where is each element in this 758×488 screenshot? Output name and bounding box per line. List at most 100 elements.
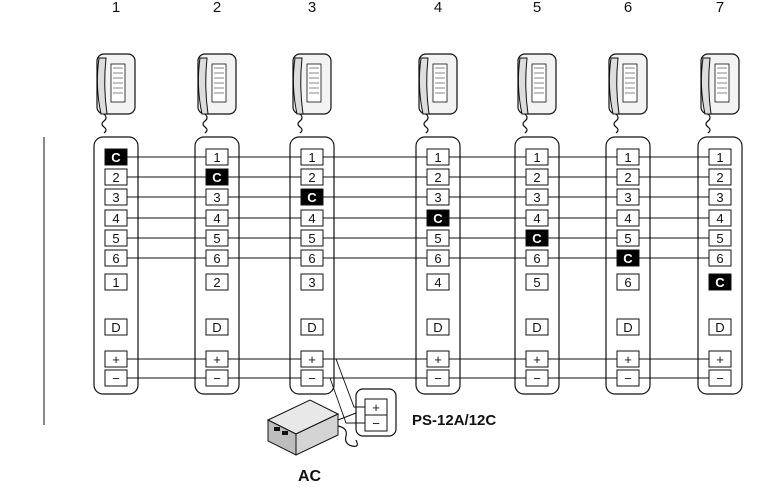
terminal-label: 5 xyxy=(434,231,441,246)
terminal-minus: − xyxy=(205,369,229,387)
terminal-4: 4 xyxy=(525,209,549,227)
terminal-label: C xyxy=(623,251,633,266)
terminal-5: 5 xyxy=(300,229,324,247)
terminal-panel xyxy=(194,136,240,395)
terminal-door: D xyxy=(104,318,128,336)
terminal-3: 3 xyxy=(205,188,229,206)
terminal-label: 6 xyxy=(533,251,540,266)
terminal-label: C xyxy=(715,275,725,290)
terminal-4: 4 xyxy=(300,209,324,227)
terminal-label: D xyxy=(715,320,724,335)
terminal-label: − xyxy=(434,371,442,386)
station-number: 4 xyxy=(434,0,442,16)
terminal-box xyxy=(616,318,640,336)
terminal-label: 3 xyxy=(308,275,315,290)
terminal-label: 4 xyxy=(213,211,220,226)
adapter-side xyxy=(295,413,339,456)
terminal-3: 3 xyxy=(104,188,128,206)
terminal-minus: − xyxy=(300,369,324,387)
terminal-5: 5 xyxy=(426,229,450,247)
terminal-1: 1 xyxy=(708,148,732,166)
terminal-panel xyxy=(605,136,651,395)
terminal-1: 1 xyxy=(525,148,549,166)
power-wire-plus xyxy=(323,358,365,408)
terminal-label: + xyxy=(308,352,316,367)
station-number: 2 xyxy=(213,0,221,16)
terminal-minus: − xyxy=(708,369,732,387)
terminal-minus: − xyxy=(525,369,549,387)
terminal-2: 2 xyxy=(300,168,324,186)
terminal-6: 6 xyxy=(300,249,324,267)
terminal-label: 4 xyxy=(533,211,540,226)
ac-adapter: AC xyxy=(266,399,358,485)
terminal-6: 6 xyxy=(426,249,450,267)
adapter-cord xyxy=(337,425,358,447)
ac-label: AC xyxy=(298,468,322,485)
terminal-label: D xyxy=(212,320,221,335)
terminal-label: 3 xyxy=(624,190,631,205)
terminal-2: 2 xyxy=(708,168,732,186)
terminal-label: C xyxy=(212,170,222,185)
terminal-plus: + xyxy=(426,350,450,368)
terminal-panel xyxy=(415,136,461,395)
terminal-minus: − xyxy=(426,369,450,387)
terminal-box xyxy=(205,273,229,291)
terminal-label: 1 xyxy=(112,275,119,290)
power-supply-panel xyxy=(355,388,397,437)
terminal-label: − xyxy=(716,371,724,386)
terminal-box xyxy=(300,273,324,291)
terminal-label: 4 xyxy=(308,211,315,226)
terminal-label: − xyxy=(112,371,120,386)
terminal-3: 3 xyxy=(426,188,450,206)
terminal-label: 3 xyxy=(213,190,220,205)
terminal-plus: + xyxy=(205,350,229,368)
terminal-3: 3 xyxy=(616,188,640,206)
terminal-plus: + xyxy=(708,350,732,368)
terminal-4: 4 xyxy=(616,209,640,227)
terminal-label: 2 xyxy=(112,170,119,185)
terminal-common: C xyxy=(205,168,229,186)
terminal-label: 1 xyxy=(213,150,220,165)
terminal-label: 2 xyxy=(533,170,540,185)
terminal-label: 5 xyxy=(716,231,723,246)
handset-icon xyxy=(197,53,237,134)
terminal-door: D xyxy=(426,318,450,336)
terminal-label: − xyxy=(213,371,221,386)
terminal-minus: − xyxy=(104,369,128,387)
terminal-plus: + xyxy=(104,350,128,368)
terminal-6: 6 xyxy=(104,249,128,267)
terminal-label: + xyxy=(716,352,724,367)
power-adapter-icon xyxy=(266,399,358,456)
terminal-label: 1 xyxy=(624,150,631,165)
terminal-3: 3 xyxy=(525,188,549,206)
terminal-label: 6 xyxy=(308,251,315,266)
terminal-panel xyxy=(514,136,560,395)
terminal-6: 6 xyxy=(205,249,229,267)
terminal-door: D xyxy=(525,318,549,336)
terminal-5: 5 xyxy=(708,229,732,247)
adapter-wire xyxy=(337,412,357,421)
handset-icon xyxy=(608,53,648,134)
terminal-label: 3 xyxy=(716,190,723,205)
terminal-label: 6 xyxy=(213,251,220,266)
handset-icon xyxy=(517,53,557,134)
station-number: 1 xyxy=(112,0,120,16)
terminal-label: C xyxy=(111,150,121,165)
terminal-2: 2 xyxy=(426,168,450,186)
terminal-4: 4 xyxy=(708,209,732,227)
terminal-6: 6 xyxy=(708,249,732,267)
terminal-6: 6 xyxy=(525,249,549,267)
power-supply-model-label: PS-12A/12C xyxy=(412,412,496,429)
terminal-box xyxy=(525,273,549,291)
terminal-4: 4 xyxy=(205,209,229,227)
terminal-label: D xyxy=(623,320,632,335)
station-number: 7 xyxy=(716,0,724,16)
terminal-label: C xyxy=(307,190,317,205)
terminal-2: 2 xyxy=(616,168,640,186)
terminal-4: 4 xyxy=(104,209,128,227)
terminal-1: 1 xyxy=(205,148,229,166)
terminal-label: + xyxy=(533,352,541,367)
adapter-vent xyxy=(282,431,288,435)
terminal-label: D xyxy=(433,320,442,335)
